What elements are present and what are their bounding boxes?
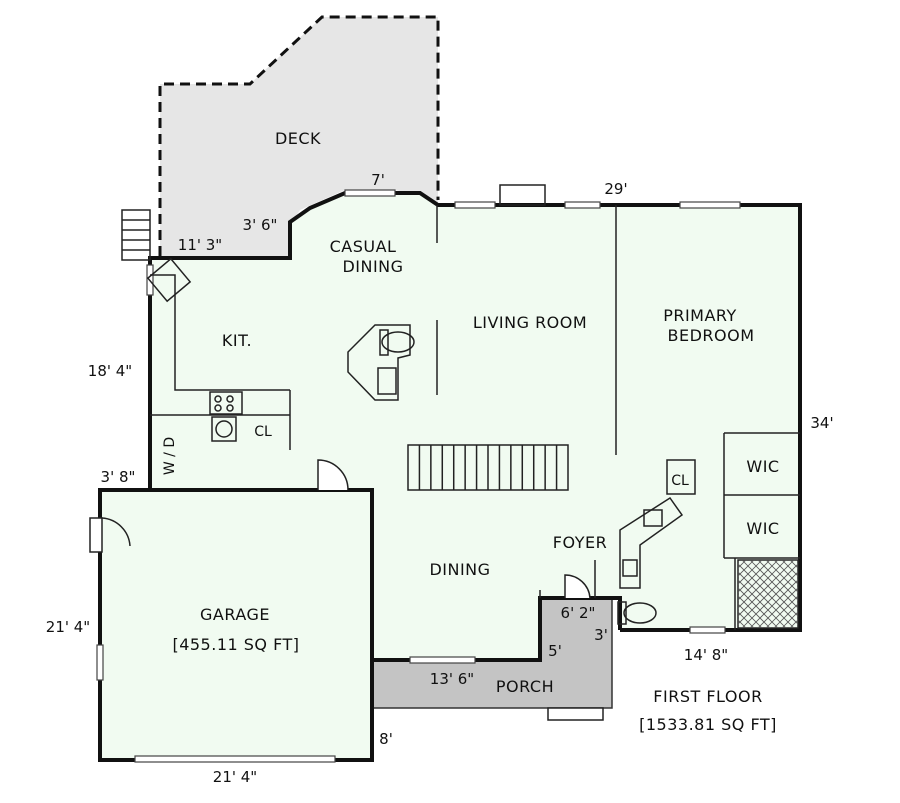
dimension-label: 21' 4" — [213, 768, 257, 786]
window — [96, 644, 104, 681]
room-foyer: FOYER — [553, 533, 607, 552]
window — [679, 201, 741, 209]
kitchen-sink — [146, 257, 192, 303]
vanity-sink — [622, 559, 638, 577]
floor-area: [1533.81 SQ FT] — [639, 715, 777, 734]
tile-line — [781, 560, 798, 577]
tile-line — [806, 560, 874, 628]
window — [134, 755, 336, 763]
window — [409, 656, 476, 664]
dimension-label: 14' 8" — [684, 646, 728, 664]
tile-line — [773, 560, 798, 585]
room-washer-dryer: W / D — [162, 437, 178, 475]
fireplace — [499, 184, 546, 206]
room-dining: DINING — [429, 560, 490, 579]
dimension-label: 7' — [371, 171, 385, 189]
tile-line — [773, 603, 798, 628]
tile-line — [738, 560, 763, 585]
washer — [211, 416, 237, 442]
tile-line — [738, 611, 755, 628]
room-casual-dining-line2: DINING — [342, 257, 403, 276]
room-wic-1: WIC — [746, 457, 779, 476]
window — [689, 626, 726, 634]
window — [564, 201, 601, 209]
garage-area — [100, 490, 372, 760]
garage-area-label: [455.11 SQ FT] — [172, 635, 299, 654]
dimension-label: 6' 2" — [561, 604, 596, 622]
room-deck: DECK — [275, 129, 321, 148]
tile-line — [797, 560, 798, 561]
room-porch: PORCH — [496, 677, 554, 696]
tile-line — [741, 571, 798, 628]
tile-line — [738, 560, 787, 609]
deck-area — [160, 17, 438, 256]
door — [89, 459, 604, 721]
vanity-sink — [643, 509, 663, 527]
toilet — [617, 601, 627, 625]
dimension-label: 3' 6" — [243, 216, 278, 234]
tile-line — [757, 587, 798, 628]
foyer-counter — [619, 496, 684, 589]
toilet-bowl — [381, 331, 415, 353]
tile-line — [797, 627, 798, 628]
dimension-label: 3' — [594, 626, 608, 644]
room-primary-bedroom-line2: BEDROOM — [667, 326, 754, 345]
room-primary-bedroom-line1: PRIMARY — [663, 306, 737, 325]
shower — [737, 559, 874, 629]
house-interior — [150, 193, 800, 660]
deck-outline — [158, 15, 440, 256]
tile-line — [765, 560, 798, 593]
room-living-room: LIVING ROOM — [473, 313, 587, 332]
room-garage: GARAGE — [200, 605, 270, 624]
toilet — [379, 329, 389, 356]
tile-line — [738, 560, 779, 601]
stove — [209, 391, 243, 415]
dimension-label: 18' 4" — [88, 362, 132, 380]
dimension-label: 5' — [548, 642, 562, 660]
room-closet-foyer: CL — [671, 473, 689, 489]
tile-line — [738, 560, 755, 577]
dimension-label: 11' 3" — [178, 236, 222, 254]
dimension-label: 13' 6" — [430, 670, 474, 688]
tile-line — [806, 560, 874, 628]
tile-line — [738, 563, 798, 625]
dimension-label: 3' 8" — [101, 468, 136, 486]
dimension-label: 21' 4" — [46, 618, 90, 636]
room-wic-2: WIC — [746, 519, 779, 538]
tile-line — [765, 595, 798, 628]
tile-line — [738, 595, 771, 628]
kitchen-counter — [150, 274, 290, 391]
room-closet-kitchen: CL — [254, 424, 272, 440]
tile-line — [781, 611, 798, 628]
dimension-label: 29' — [604, 180, 627, 198]
staircase — [407, 444, 569, 491]
deck-stairs — [121, 209, 151, 261]
dimension-label: 34' — [810, 414, 833, 432]
tile-line — [738, 603, 763, 628]
window — [344, 189, 396, 197]
foyer-closet — [666, 459, 696, 495]
tile-line — [749, 579, 798, 628]
window — [454, 201, 496, 209]
tile-line — [738, 560, 795, 617]
room-casual-dining-line1: CASUAL — [330, 237, 397, 256]
toilet-bowl — [623, 602, 657, 624]
floor-title: FIRST FLOOR — [653, 687, 762, 706]
dimension-label: 8' — [379, 730, 393, 748]
room-kitchen: KIT. — [222, 331, 252, 350]
tile-line — [738, 560, 771, 593]
